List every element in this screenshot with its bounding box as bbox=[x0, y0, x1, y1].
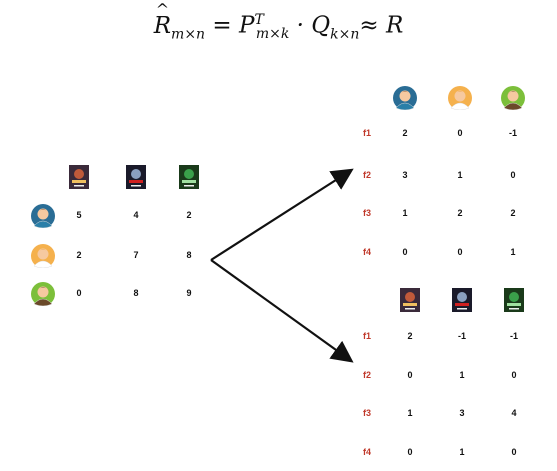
matrix-cell: 1 bbox=[459, 370, 465, 380]
matrix-cell: 0 bbox=[511, 370, 517, 380]
formula-r-hat: R bbox=[154, 0, 171, 39]
matrix-cell: -1 bbox=[509, 331, 518, 341]
matrix-cell: 0 bbox=[76, 288, 82, 298]
formula-approx: ≈ bbox=[359, 12, 379, 39]
matrix-cell: 2 bbox=[402, 128, 408, 138]
movie-poster-3-icon bbox=[179, 165, 199, 189]
formula-p: P bbox=[238, 12, 255, 39]
formula-equals: = bbox=[212, 12, 232, 39]
formula-r: R bbox=[385, 12, 404, 39]
factor-label: f4 bbox=[363, 247, 372, 257]
matrix-cell: 0 bbox=[407, 370, 413, 380]
matrix-cell: 9 bbox=[186, 288, 192, 298]
formula-dot: · bbox=[296, 12, 304, 39]
movie-poster-2-icon bbox=[126, 165, 146, 189]
matrix-cell: 2 bbox=[186, 210, 192, 220]
movie-poster-3-icon bbox=[504, 288, 524, 312]
factor-label: f2 bbox=[363, 170, 372, 180]
matrix-cell: 2 bbox=[457, 208, 463, 218]
formula-p-sub: m×k bbox=[255, 26, 290, 43]
matrix-cell: 1 bbox=[510, 247, 516, 257]
factor-label: f1 bbox=[363, 128, 372, 138]
matrix-cell: 1 bbox=[457, 170, 463, 180]
matrix-cell: 1 bbox=[459, 447, 465, 457]
arrow-to-user-factors bbox=[210, 168, 354, 261]
matrix-cell: -1 bbox=[508, 128, 517, 138]
man-suit-user-icon bbox=[31, 282, 55, 306]
factor-label: f3 bbox=[363, 208, 372, 218]
factor-label: f2 bbox=[363, 370, 372, 380]
man-white-shirt-user-icon bbox=[448, 86, 472, 110]
matrix-cell: 5 bbox=[76, 210, 82, 220]
matrix-cell: 2 bbox=[510, 208, 516, 218]
matrix-cell: 8 bbox=[133, 288, 139, 298]
factor-label: f1 bbox=[363, 331, 372, 341]
matrix-cell: 2 bbox=[76, 250, 82, 260]
matrix-factorization-formula: Rm×n = PTm×k · Qk×n≈ R bbox=[0, 0, 557, 43]
matrix-cell: 7 bbox=[133, 250, 139, 260]
matrix-cell: 8 bbox=[186, 250, 192, 260]
matrix-cell: 0 bbox=[402, 247, 408, 257]
matrix-cell: 2 bbox=[407, 331, 413, 341]
movie-poster-2-icon bbox=[452, 288, 472, 312]
matrix-cell: -1 bbox=[457, 331, 466, 341]
formula-q-sub: k×n bbox=[330, 26, 360, 43]
matrix-cell: 3 bbox=[459, 408, 465, 418]
matrix-cell: 3 bbox=[402, 170, 408, 180]
formula-r-sub: m×n bbox=[171, 26, 206, 43]
matrix-cell: 0 bbox=[407, 447, 413, 457]
movie-poster-1-icon bbox=[69, 165, 89, 189]
woman-user-icon bbox=[31, 204, 55, 228]
factor-label: f3 bbox=[363, 408, 372, 418]
woman-user-icon bbox=[393, 86, 417, 110]
factor-label: f4 bbox=[363, 447, 372, 457]
matrix-cell: 4 bbox=[133, 210, 139, 220]
arrow-to-item-factors bbox=[210, 259, 354, 363]
matrix-cell: 0 bbox=[511, 447, 517, 457]
formula-p-sup: T bbox=[254, 12, 264, 28]
formula-q: Q bbox=[311, 12, 331, 39]
matrix-cell: 0 bbox=[457, 247, 463, 257]
movie-poster-1-icon bbox=[400, 288, 420, 312]
man-white-shirt-user-icon bbox=[31, 244, 55, 268]
matrix-cell: 4 bbox=[511, 408, 517, 418]
matrix-cell: 0 bbox=[457, 128, 463, 138]
matrix-cell: 1 bbox=[407, 408, 413, 418]
man-suit-user-icon bbox=[501, 86, 525, 110]
matrix-cell: 0 bbox=[510, 170, 516, 180]
matrix-cell: 1 bbox=[402, 208, 408, 218]
